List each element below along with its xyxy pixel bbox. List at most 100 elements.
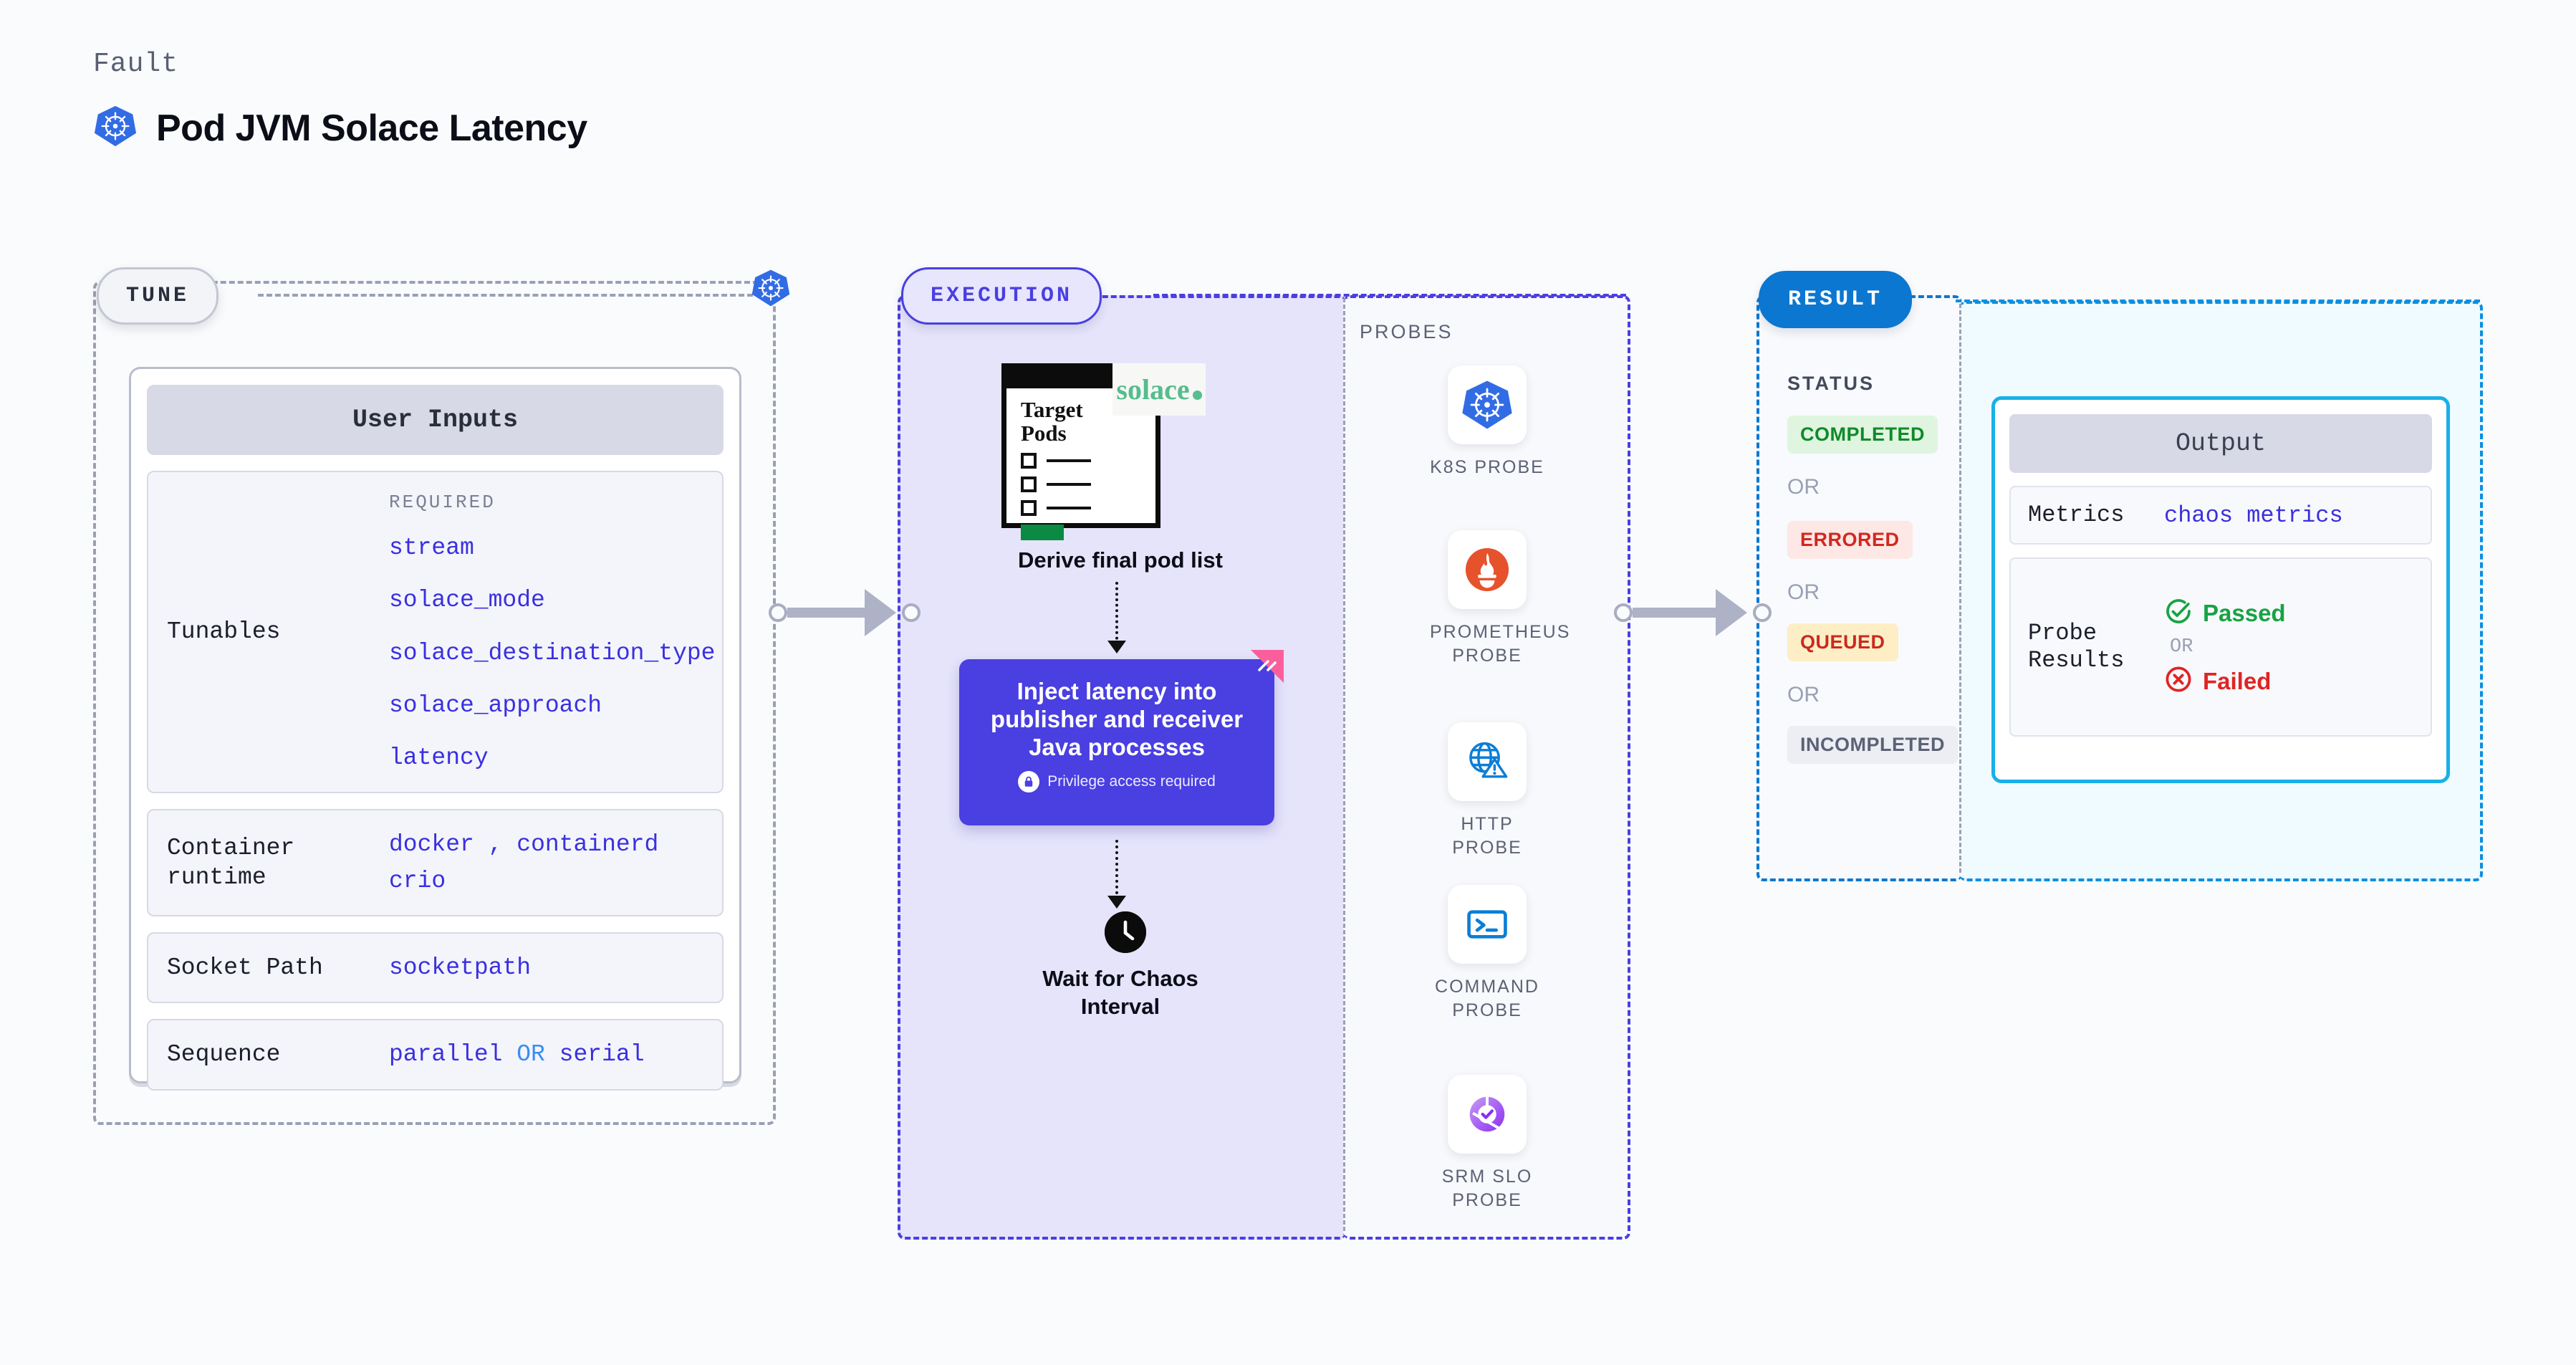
checkbox-icon	[1021, 453, 1037, 469]
probes-divider	[1343, 298, 1345, 1231]
probe-command[interactable]: COMMAND PROBE	[1430, 885, 1544, 1022]
document-body: Target Pods	[1001, 363, 1160, 541]
connector-dot	[769, 603, 787, 622]
user-inputs-header: User Inputs	[147, 385, 724, 455]
arrow-head	[1107, 641, 1126, 653]
runtime-option[interactable]: crio	[389, 868, 446, 895]
solace-logo: solace	[1112, 363, 1206, 416]
tune-row-sequence: Sequence parallel OR serial	[147, 1019, 724, 1091]
probe-label: COMMAND PROBE	[1435, 977, 1539, 1020]
probe-tile	[1448, 530, 1527, 609]
stage-pill-result[interactable]: RESULT	[1759, 271, 1913, 328]
output-metrics-value[interactable]: chaos metrics	[2164, 502, 2343, 529]
probes-title: PROBES	[1360, 321, 1453, 343]
tune-stage-frame	[93, 281, 776, 1125]
probe-srm-slo[interactable]: SRM SLO PROBE	[1430, 1075, 1544, 1212]
tunables-list: stream solace_mode solace_destination_ty…	[389, 530, 715, 776]
probe-k8s[interactable]: K8S PROBE	[1430, 365, 1544, 479]
connector-dot	[1753, 603, 1772, 622]
socket-path-value[interactable]: socketpath	[389, 954, 532, 982]
result-status-frame	[1756, 295, 1962, 881]
inject-latency-text: Inject latency into publisher and receiv…	[990, 678, 1244, 760]
x-circle-icon	[2164, 665, 2193, 697]
tune-row-label: Container runtime	[167, 834, 295, 891]
status-badge-label: QUEUED	[1800, 631, 1885, 653]
status-or-3: OR	[1787, 683, 1820, 707]
connector-bar	[787, 608, 866, 618]
tunable-item[interactable]: stream	[389, 535, 474, 562]
document-title-line2: Pods	[1021, 420, 1067, 446]
tune-row-label: Sequence	[167, 1041, 281, 1068]
stage-pill-execution[interactable]: EXECUTION	[901, 267, 1102, 325]
tune-row-container-runtime: Container runtime docker , containerd cr…	[147, 809, 724, 917]
output-row-label: Metrics	[2028, 502, 2125, 528]
title-row: Pod JVM Solace Latency	[93, 104, 587, 152]
probe-label: K8S PROBE	[1430, 457, 1544, 477]
target-pods-document: Target Pods solace	[1001, 363, 1206, 541]
probe-result-or: OR	[2170, 636, 2193, 658]
result-divider	[1959, 304, 1961, 873]
execution-pill-dash	[1153, 294, 1626, 297]
kubernetes-icon	[93, 104, 138, 152]
stage-pill-execution-label: EXECUTION	[931, 284, 1073, 308]
stage-pill-tune-label: TUNE	[126, 284, 190, 308]
page-header: Fault Pod JVM Solace Latency	[93, 49, 587, 152]
connector-execution-to-result	[1614, 589, 1772, 636]
flow-arrow-inject-to-wait	[1107, 840, 1126, 909]
tunable-item[interactable]: solace_mode	[389, 587, 545, 614]
status-or-1: OR	[1787, 475, 1820, 499]
probe-prometheus[interactable]: PROMETHEUS PROBE	[1430, 530, 1569, 667]
solace-wordmark: solace	[1116, 373, 1190, 406]
solace-dot-icon	[1192, 391, 1202, 400]
probe-tile	[1448, 365, 1527, 444]
derive-pod-list-label: Derive final pod list	[1018, 547, 1223, 573]
connector-dot	[1614, 603, 1633, 622]
document-checkbox-row	[1021, 453, 1155, 469]
document-title: Target Pods	[1021, 398, 1155, 445]
rule-line	[1047, 507, 1091, 510]
tunable-item[interactable]: solace_approach	[389, 691, 602, 719]
output-card: Output Metrics chaos metrics Probe Resul…	[1991, 396, 2450, 783]
tune-card: User Inputs Tunables REQUIRED stream sol…	[129, 367, 741, 1091]
arrow-head	[1107, 896, 1126, 909]
status-badge-completed: COMPLETED	[1787, 416, 1938, 454]
prometheus-icon	[1465, 547, 1509, 592]
status-badge-errored: ERRORED	[1787, 521, 1913, 559]
stage-pill-tune[interactable]: TUNE	[97, 267, 219, 325]
tune-row-tunables: Tunables REQUIRED stream solace_mode sol…	[147, 471, 724, 793]
page-title: Pod JVM Solace Latency	[156, 107, 587, 149]
runtime-option[interactable]: containerd	[516, 831, 659, 858]
tune-row-values: parallel OR serial	[389, 1036, 703, 1073]
runtime-separator: ,	[488, 831, 503, 858]
probe-label: HTTP PROBE	[1452, 814, 1522, 858]
status-badge-label: COMPLETED	[1800, 423, 1926, 445]
status-title: STATUS	[1787, 373, 1875, 394]
tunable-item[interactable]: solace_destination_type	[389, 639, 716, 666]
document-green-bar	[1021, 525, 1064, 541]
privilege-note-text: Privilege access required	[1047, 772, 1216, 790]
flow-arrow-derive-to-inject	[1107, 582, 1126, 653]
sequence-option[interactable]: parallel	[389, 1041, 503, 1068]
output-row-metrics: Metrics chaos metrics	[2009, 486, 2432, 545]
check-circle-icon	[2164, 597, 2193, 629]
tunable-item[interactable]: latency	[389, 744, 489, 771]
connector-dot	[902, 603, 921, 622]
output-row-label: Probe Results	[2028, 620, 2164, 675]
stage-pill-result-label: RESULT	[1788, 287, 1883, 312]
probe-results-values: Passed OR Failed	[2164, 597, 2286, 697]
inject-latency-node[interactable]: Inject latency into publisher and receiv…	[959, 650, 1284, 825]
probe-http[interactable]: HTTP PROBE	[1430, 722, 1544, 859]
sequence-option[interactable]: serial	[559, 1041, 645, 1068]
clock-icon	[1105, 911, 1146, 953]
probe-result-passed: Passed	[2164, 597, 2286, 629]
status-badge-incompleted: INCOMPLETED	[1787, 726, 1959, 764]
required-caption: REQUIRED	[389, 492, 496, 513]
arrow-stem	[1115, 840, 1118, 906]
terminal-icon	[1467, 910, 1507, 939]
lock-icon	[1018, 770, 1040, 792]
document-checkbox-row	[1021, 476, 1155, 493]
connector-arrowhead	[1716, 589, 1747, 636]
probe-tile	[1448, 1075, 1527, 1154]
runtime-option[interactable]: docker	[389, 831, 474, 858]
probe-result-passed-label: Passed	[2203, 599, 2286, 626]
